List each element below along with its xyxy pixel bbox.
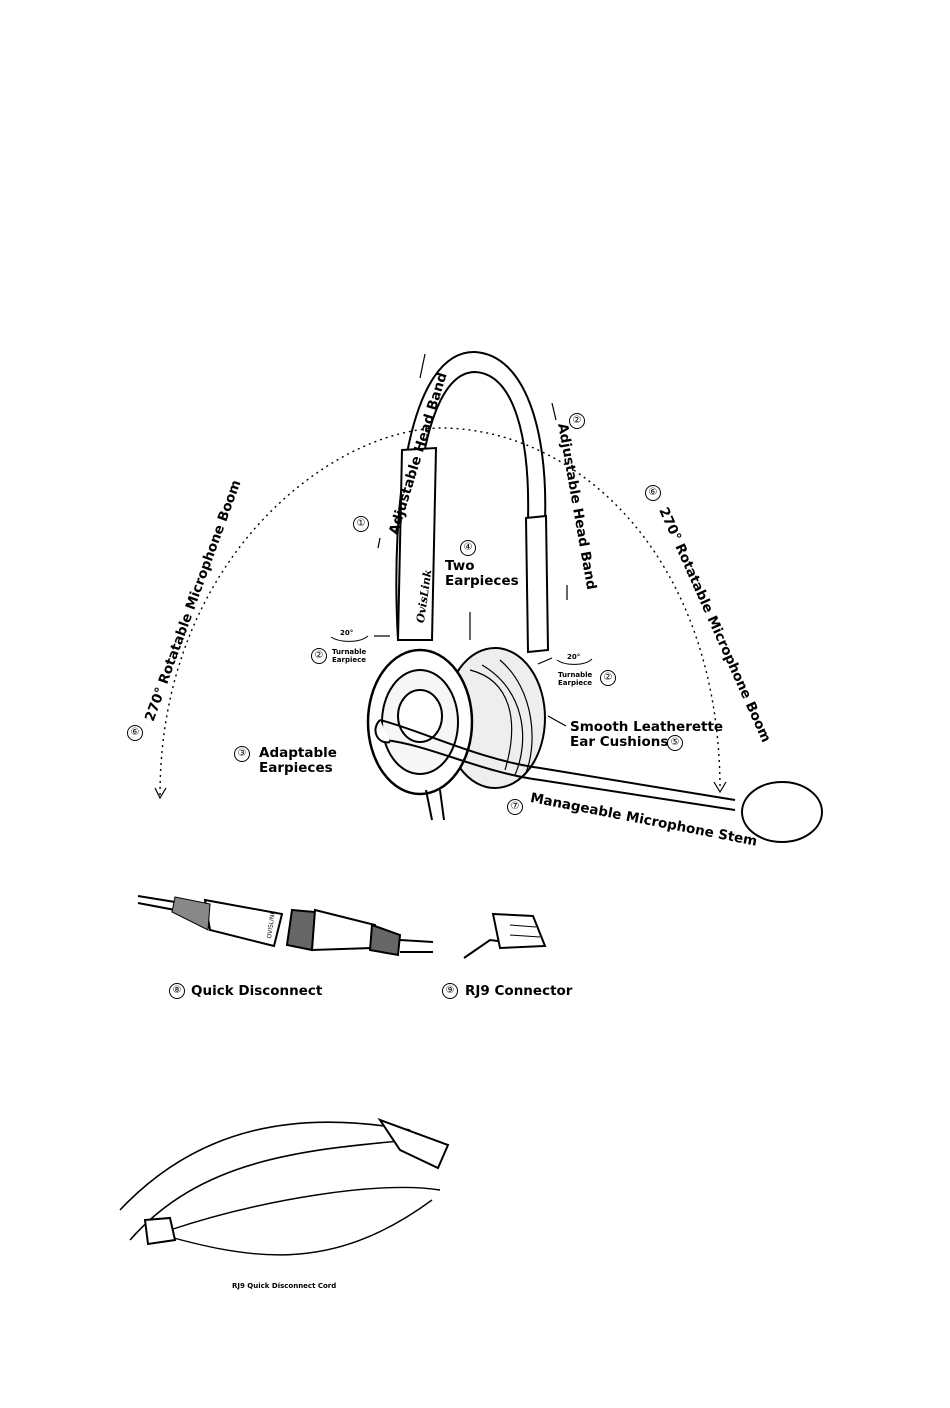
angle-right-label: 20° bbox=[567, 653, 581, 661]
ear-cushions-line2: Ear Cushions bbox=[570, 734, 669, 750]
marker-3: ③ bbox=[234, 746, 250, 762]
marker-2-left-earpiece: ② bbox=[311, 648, 327, 664]
ear-cushions-line1: Smooth Leatherette bbox=[570, 719, 724, 735]
rj9-connector-label: RJ9 Connector bbox=[465, 983, 573, 999]
quick-disconnect-label: Quick Disconnect bbox=[191, 983, 323, 999]
two-earpieces-label-line1: Two bbox=[445, 558, 475, 574]
turnable-left-line1: Turnable bbox=[332, 648, 367, 656]
two-earpieces-label-line2: Earpieces bbox=[445, 573, 519, 589]
turnable-right-line2: Earpiece bbox=[558, 679, 593, 687]
adaptable-earpieces-line2: Earpieces bbox=[259, 760, 333, 776]
marker-2-headband: ② bbox=[569, 413, 585, 429]
marker-8: ⑧ bbox=[169, 983, 185, 999]
marker-6-right: ⑥ bbox=[645, 485, 661, 501]
cord-caption: RJ9 Quick Disconnect Cord bbox=[232, 1282, 337, 1290]
marker-2-right-earpiece: ② bbox=[600, 670, 616, 686]
marker-4: ④ bbox=[460, 540, 476, 556]
marker-7: ⑦ bbox=[507, 799, 523, 815]
turnable-right-line1: Turnable bbox=[558, 671, 593, 679]
marker-1: ① bbox=[353, 516, 369, 532]
turnable-left-line2: Earpiece bbox=[332, 656, 367, 664]
angle-left-label: 20° bbox=[340, 629, 354, 637]
marker-9: ⑨ bbox=[442, 983, 458, 999]
adaptable-earpieces-line1: Adaptable bbox=[259, 745, 337, 761]
marker-6-left: ⑥ bbox=[127, 725, 143, 741]
marker-5: ⑤ bbox=[667, 735, 683, 751]
